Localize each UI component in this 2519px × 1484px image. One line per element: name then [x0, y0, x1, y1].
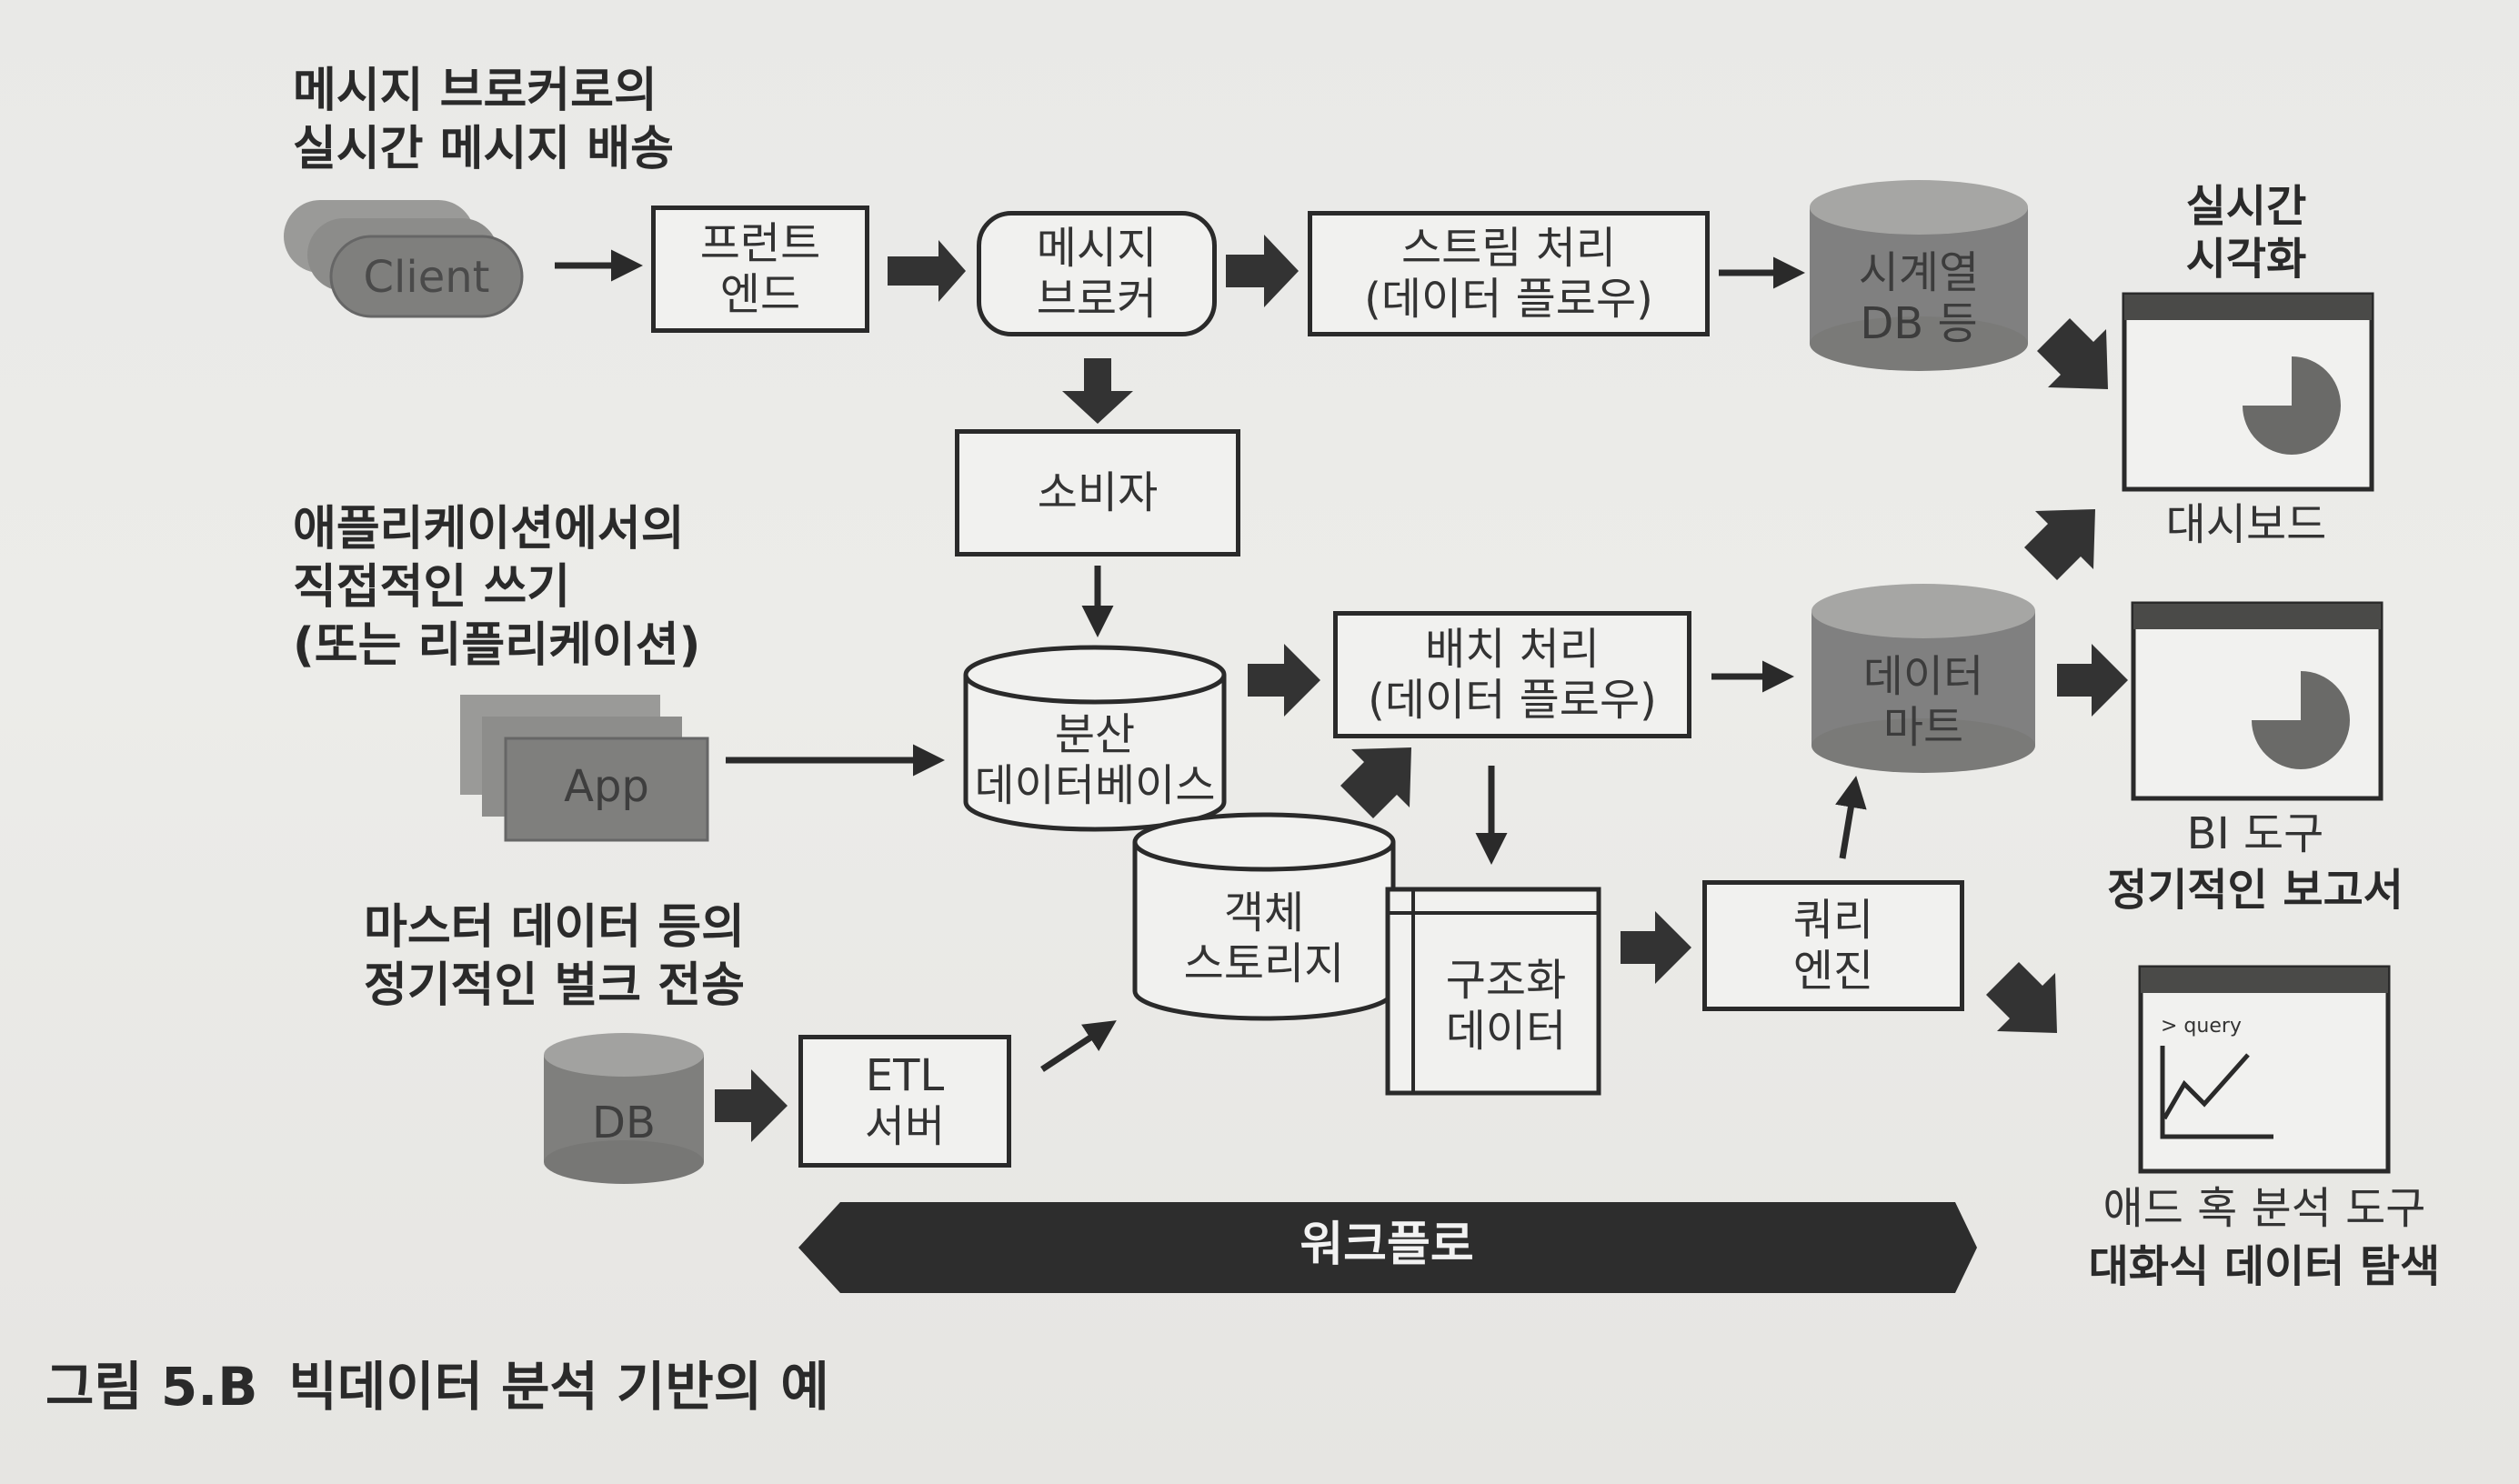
- arrow-etl-storage: [1040, 1020, 1117, 1072]
- structured-data-box: [1385, 887, 1601, 1096]
- workflow-banner: [798, 1202, 1977, 1293]
- query-prompt: > query: [2161, 1015, 2242, 1038]
- figure-caption: 그림 5.B 빅데이터 분석 기반의 예: [45, 1344, 829, 1420]
- client-stack-icon: [284, 200, 524, 318]
- dashboard-window-icon: [2122, 292, 2374, 492]
- periodic-report-label: 정기적인 보고서: [2107, 865, 2404, 916]
- message-broker-box: 메시지 브로커: [977, 211, 1217, 336]
- interactive-exploration-label: 대화식 데이터 탐색: [2088, 1241, 2441, 1292]
- bi-tool-label: BI 도구: [2186, 808, 2324, 859]
- arrow-mart-bi: [2057, 644, 2128, 717]
- arrow-broker-consumer: [1062, 358, 1133, 424]
- query-window-icon: [2138, 965, 2391, 1174]
- client-label: Client: [363, 252, 490, 303]
- frontend-box: 프런트 엔드: [651, 206, 869, 333]
- note-realtime-delivery: 메시지 브로커로의 실시간 메시지 배송: [293, 64, 674, 176]
- workflow-label: 워크플로: [1300, 1218, 1474, 1272]
- block-arrows: [715, 235, 2128, 1142]
- arrow-ts-dashboard: [2037, 318, 2108, 389]
- arrow-structured-query: [1621, 911, 1691, 984]
- figure-number: 그림 5.B: [45, 1356, 258, 1418]
- arrow-db-etl: [715, 1069, 788, 1142]
- thin-arrows: [555, 249, 1867, 1072]
- timeseries-db-cylinder: [1810, 180, 2028, 371]
- query-engine-box: 쿼리 엔진: [1702, 880, 1964, 1011]
- arrow-query-adhoc: [1986, 962, 2057, 1033]
- figure-title: 빅데이터 분석 기반의 예: [288, 1356, 829, 1418]
- batch-processing-box: 배치 처리 (데이터 플로우): [1333, 611, 1691, 738]
- arrow-frontend-broker: [888, 240, 966, 302]
- structured-data-label: 구조화 데이터: [1445, 955, 1567, 1057]
- realtime-visualization-title: 실시간 시각화: [2185, 181, 2307, 285]
- app-label: App: [564, 761, 649, 812]
- data-mart-cylinder: [1811, 584, 2035, 773]
- dashboard-label: 대시보드: [2165, 499, 2327, 550]
- adhoc-tool-label: 애드 혹 분석 도구: [2103, 1183, 2426, 1234]
- etl-server-box: ETL 서버: [798, 1035, 1011, 1168]
- db-source-cylinder-icon: [544, 1033, 704, 1184]
- note-bulk-transfer: 마스터 데이터 등의 정기적인 벌크 전송: [364, 900, 745, 1013]
- object-storage-label: 객체 스토리지: [1183, 887, 1345, 989]
- arrow-ddb-batch: [1248, 644, 1320, 717]
- arrow-storage-batch: [1340, 747, 1411, 818]
- data-mart-label: 데이터 마트: [1862, 651, 1984, 753]
- app-stack-icon: [460, 695, 709, 842]
- arrow-broker-stream: [1226, 235, 1299, 307]
- stream-processing-box: 스트림 처리 (데이터 플로우): [1308, 211, 1710, 336]
- distributed-db-label: 분산 데이터베이스: [974, 709, 1216, 811]
- bi-window-icon: [2131, 601, 2384, 801]
- consumer-box: 소비자: [955, 429, 1240, 556]
- distributed-db-cylinder: [963, 645, 1227, 832]
- db-source-label: DB: [592, 1098, 656, 1148]
- arrow-query-mart: [1835, 776, 1867, 859]
- timeseries-db-label: 시계열 DB 등: [1858, 247, 1980, 349]
- object-storage-cylinder: [1132, 812, 1396, 1021]
- arrow-mart-dashboard: [2024, 509, 2095, 580]
- note-direct-write: 애플리케이션에서의 직접적인 쓰기 (또는 리플리케이션): [293, 502, 701, 673]
